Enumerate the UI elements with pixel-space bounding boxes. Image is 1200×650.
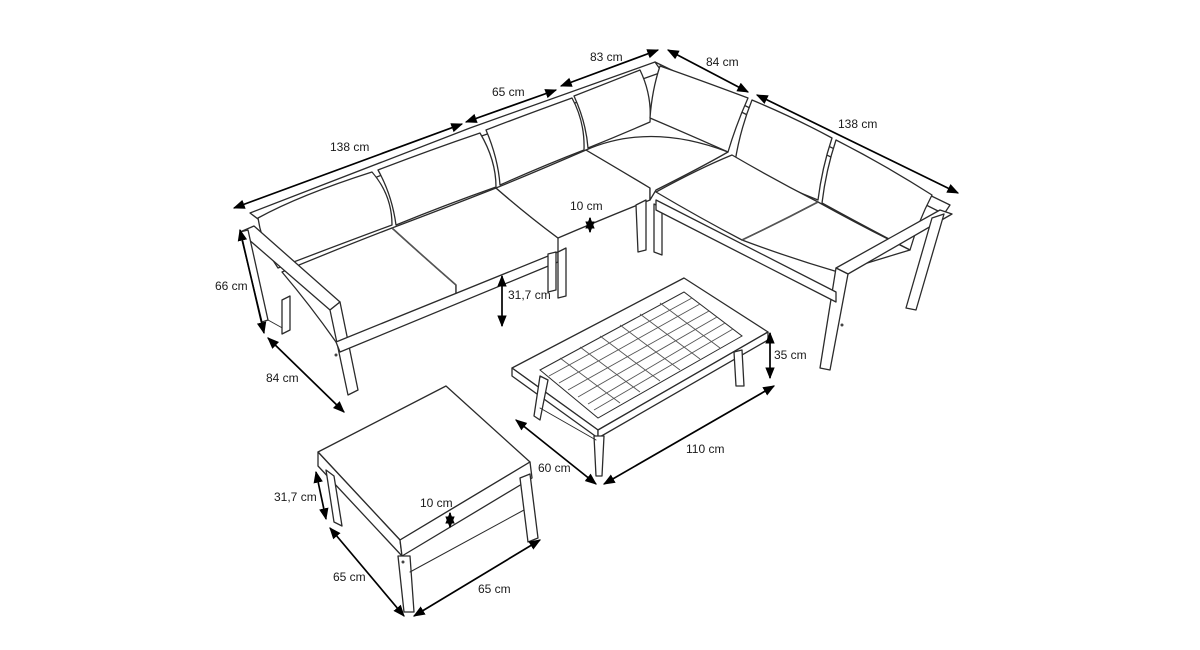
dimension-arrows bbox=[232, 49, 960, 617]
label-sofa-height: 66 cm bbox=[215, 279, 248, 293]
label-ottoman-height: 31,7 cm bbox=[274, 490, 317, 504]
label-corner-left-width: 83 cm bbox=[590, 50, 623, 64]
coffee-table bbox=[511, 277, 769, 477]
label-corner-right-width: 84 cm bbox=[706, 55, 739, 69]
table-slats bbox=[539, 291, 743, 419]
label-table-length: 110 cm bbox=[686, 442, 724, 456]
label-sofa-left-length: 138 cm bbox=[330, 140, 369, 154]
label-sofa-right-length: 138 cm bbox=[838, 117, 877, 131]
label-table-height: 35 cm bbox=[774, 348, 807, 362]
seat-cushion bbox=[585, 135, 729, 201]
label-ottoman-cushion-thickness: 10 cm bbox=[420, 496, 453, 510]
label-sofa-depth: 84 cm bbox=[266, 371, 299, 385]
dimension-labels: 138 cm 65 cm 83 cm 84 cm 138 cm 66 cm 84… bbox=[215, 50, 877, 596]
label-ottoman-depth: 65 cm bbox=[333, 570, 366, 584]
label-seat-cushion-thickness: 10 cm bbox=[570, 199, 603, 213]
label-ottoman-width: 65 cm bbox=[478, 582, 511, 596]
label-seat-height: 31,7 cm bbox=[508, 288, 551, 302]
label-table-width: 60 cm bbox=[538, 461, 571, 475]
ottoman-cushion bbox=[317, 385, 531, 541]
label-middle-module-length: 65 cm bbox=[492, 85, 525, 99]
